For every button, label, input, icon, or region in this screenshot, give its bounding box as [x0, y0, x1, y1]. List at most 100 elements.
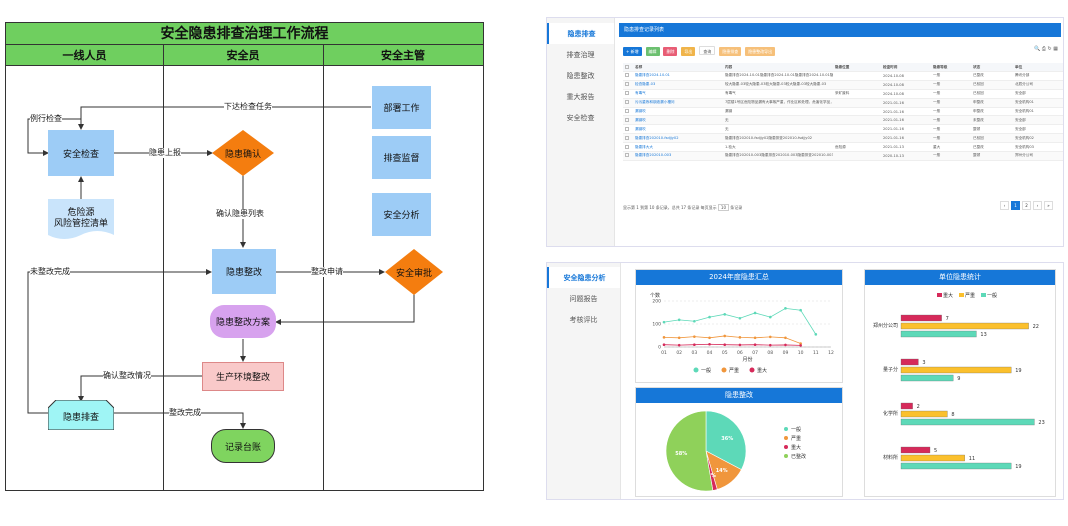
- query-button[interactable]: 查询: [699, 46, 716, 55]
- sidebar-item-governance[interactable]: 排查治理: [566, 50, 595, 59]
- bar-化学所-重大: [900, 402, 913, 410]
- cell-name[interactable]: 隐患排查202010-003: [635, 153, 672, 158]
- sidebar-item-assessment[interactable]: 考核评比: [569, 315, 598, 324]
- cell-name[interactable]: 隐患排查202010-fsdjjy02: [635, 135, 679, 140]
- data-point: [753, 343, 757, 346]
- bar-value-label: 8: [951, 412, 954, 418]
- sidebar-item-hazard-check[interactable]: 隐患排查: [547, 23, 614, 44]
- page-prev[interactable]: ‹: [1000, 201, 1009, 210]
- check-button[interactable]: 隐患排查: [719, 47, 742, 56]
- arrow-done: [114, 412, 246, 429]
- legend-marker: [784, 445, 788, 449]
- category-label: 材料所: [883, 454, 898, 461]
- label-apply: 整改申请: [311, 267, 343, 277]
- data-point: [753, 311, 757, 315]
- cell-content: 隐患排查202010-003隐患排查202010-003隐患排查202010-0…: [725, 153, 833, 158]
- cell-name[interactable]: 污污重炼和钢液漏小槽问: [635, 100, 675, 105]
- pagination-tail: 条记录: [730, 205, 743, 210]
- cell-name[interactable]: 检查隐患-03: [635, 82, 656, 87]
- page-1[interactable]: 1: [1011, 201, 1020, 210]
- sidebar-item-rectify[interactable]: 隐患整改: [566, 71, 595, 80]
- bar-量子分-重大: [900, 358, 919, 366]
- supervise-box: 排查监督: [372, 136, 431, 179]
- data-point: [677, 318, 681, 322]
- cell-level: 重大: [933, 144, 941, 149]
- sidebar-item-safety-check[interactable]: 安全检查: [566, 113, 595, 122]
- print-icon[interactable]: ⎙: [1041, 46, 1046, 52]
- legend-marker: [937, 293, 942, 297]
- page-size-select[interactable]: 10: [717, 204, 729, 211]
- cell-date: 2021-01-13: [883, 145, 904, 150]
- bar-value-label: 3: [922, 360, 925, 366]
- data-point: [784, 307, 787, 310]
- export-button[interactable]: 导出: [681, 47, 696, 56]
- row-checkbox[interactable]: [625, 82, 629, 87]
- cell-unit: 安全部: [1015, 117, 1026, 122]
- legend-label: 一般: [791, 426, 801, 433]
- row-checkbox[interactable]: [625, 91, 629, 96]
- data-point: [784, 343, 787, 347]
- col-level: 隐患等级: [933, 64, 948, 69]
- lane-frontline: 一线人员: [6, 45, 163, 66]
- select-all-checkbox[interactable]: [625, 64, 629, 69]
- search-icon[interactable]: 🔍: [1034, 46, 1041, 52]
- rectify-export-button[interactable]: 隐患整改导出: [745, 47, 776, 56]
- bar-郑州分公司-严重: [900, 322, 1029, 330]
- col-name: 名称: [635, 64, 643, 69]
- cell-content: 1.检大: [725, 144, 736, 149]
- cell-name[interactable]: 漏钢吹: [635, 109, 646, 113]
- cell-name[interactable]: 隐患排查2024.10.01: [635, 73, 670, 78]
- sidebar-item-analysis[interactable]: 安全隐患分析: [547, 267, 620, 288]
- table-header: 名称 内容 隐患位置 检查时间 隐患等级 状态 单位: [623, 63, 1063, 72]
- bar-value-label: 13: [980, 332, 986, 338]
- data-point: [814, 333, 818, 336]
- investigate-label: 隐患排查: [62, 412, 99, 423]
- edit-button[interactable]: 编辑: [645, 47, 660, 56]
- cell-unit: 腾讯分部: [1015, 73, 1030, 78]
- delete-button[interactable]: 删除: [663, 47, 678, 56]
- row-checkbox[interactable]: [625, 100, 629, 105]
- cell-status: 整顿: [973, 126, 981, 131]
- cell-name[interactable]: 隐患排大大: [635, 144, 653, 149]
- legend-marker: [981, 293, 986, 297]
- row-checkbox[interactable]: [625, 135, 629, 140]
- row-checkbox[interactable]: [625, 73, 629, 78]
- cell-name[interactable]: 漏钢吹: [635, 126, 646, 131]
- page-next[interactable]: ›: [1033, 201, 1042, 210]
- cell-name[interactable]: 有毒气: [635, 91, 646, 96]
- row-checkbox[interactable]: [625, 153, 629, 158]
- data-point: [708, 336, 711, 340]
- flowchart-title: 安全隐患排查治理工作流程: [6, 23, 483, 45]
- row-checkbox[interactable]: [625, 126, 629, 131]
- add-button[interactable]: + 新增: [623, 47, 642, 56]
- cell-level: 一般: [933, 91, 941, 96]
- sidebar-item-problem-report[interactable]: 问题报告: [569, 294, 598, 303]
- cell-date: 2021-01-16: [883, 109, 904, 114]
- pie-slice-一般: [705, 410, 747, 471]
- row-checkbox[interactable]: [625, 109, 629, 113]
- category-label: 郑州分公司: [873, 322, 898, 329]
- page-2[interactable]: 2: [1022, 201, 1031, 210]
- row-checkbox[interactable]: [625, 144, 629, 149]
- cell-name[interactable]: 漏钢吹: [635, 117, 646, 122]
- row-checkbox[interactable]: [625, 117, 629, 122]
- page-last[interactable]: »: [1044, 201, 1053, 210]
- arrow-confirm: [78, 375, 202, 402]
- sidebar-item-major-report[interactable]: 重大报告: [566, 92, 595, 101]
- data-point: [723, 343, 727, 346]
- hazard-list-window: 隐患排查 排查治理 隐患整改 重大报告 安全检查 隐患排查记录列表 + 新增 编…: [546, 17, 1064, 247]
- cell-date: 2024-10-08: [883, 73, 904, 78]
- document-shape: [48, 199, 114, 239]
- refresh-icon[interactable]: ↻: [1047, 46, 1052, 52]
- columns-icon[interactable]: ▦: [1053, 46, 1058, 52]
